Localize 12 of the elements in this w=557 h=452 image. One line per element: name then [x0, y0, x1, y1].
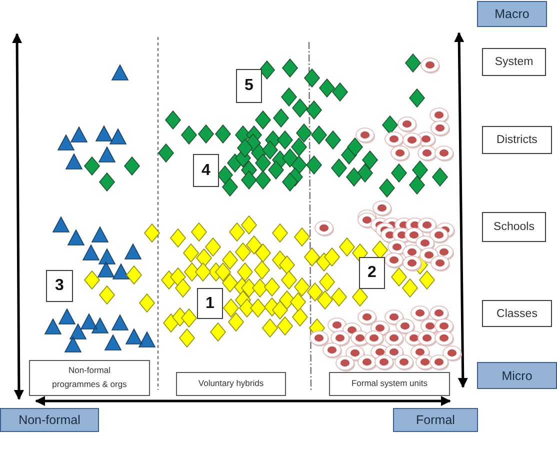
scale-end-box: Macro: [477, 1, 547, 27]
level-label-box: System: [482, 48, 546, 76]
level-label-box: Districts: [482, 126, 552, 154]
category-label-box: Formal system units: [329, 372, 450, 396]
level-label-box: Classes: [482, 300, 552, 327]
level-label-box: Schools: [482, 212, 546, 242]
double-arrow: [35, 396, 451, 406]
category-label-box: Voluntary hybrids: [176, 372, 286, 396]
scale-end-box: Micro: [477, 362, 557, 389]
axis-end-box: Non-formal: [0, 408, 99, 432]
axis-end-box: Formal: [393, 408, 478, 432]
category-label-box: Non-formal programmes & orgs: [29, 360, 150, 396]
